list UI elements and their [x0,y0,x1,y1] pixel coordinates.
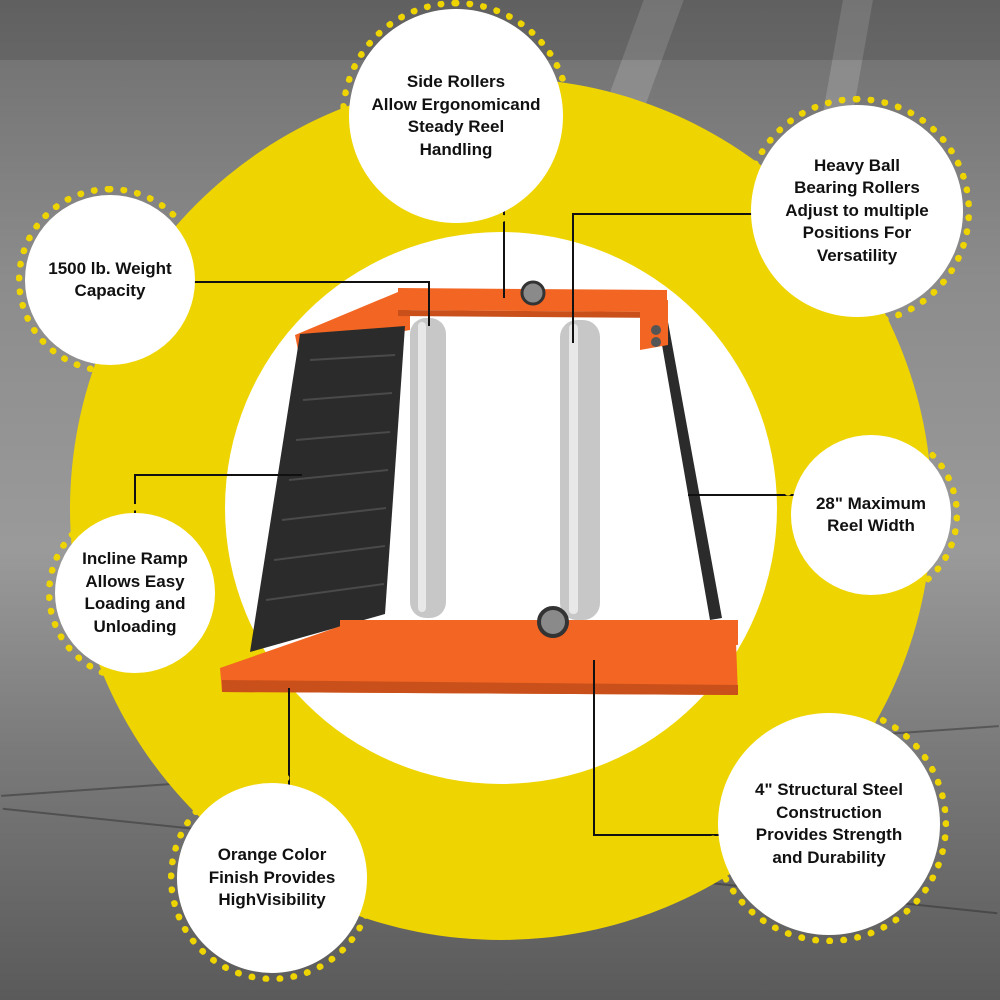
right-side-rail [658,322,722,620]
callout-reel-width: 28" Maximum Reel Width [782,426,960,604]
rear-crossbar-face [398,310,667,318]
callout-orange-finish: Orange Color Finish Provides HighVisibil… [168,774,376,982]
left-roller [410,318,446,618]
leader-line [428,281,430,326]
center-roller-highlight [569,324,578,614]
callout-text: Side Rollers Allow Ergonomicand Steady R… [371,72,541,159]
callout-text: 1500 lb. Weight Capacity [48,258,172,301]
front-base-plate [220,620,738,695]
callout-text: Incline Ramp Allows Easy Loading and Unl… [82,549,188,636]
bolt-top-right [651,337,661,347]
callout-incline-ramp: Incline Ramp Allows Easy Loading and Unl… [46,504,224,682]
bearing-bottom [537,606,569,638]
callout-steel-construction: 4" Structural Steel Construction Provide… [709,704,949,944]
bolt-top-right [651,325,661,335]
leader-line [593,834,723,836]
center-roller [560,320,600,620]
callout-text: 28" Maximum Reel Width [815,493,927,536]
front-base-plate-shadow [222,680,738,695]
ramp-surface [250,326,405,652]
left-roller-highlight [418,322,426,612]
callout-ball-bearing-rollers: Heavy Ball Bearing Rollers Adjust to mul… [742,96,972,326]
ramp-tread-pattern [265,354,396,601]
callout-weight-capacity: 1500 lb. Weight Capacity [16,186,204,374]
right-bracket [640,300,668,350]
callout-text: Orange Color Finish Provides HighVisibil… [208,845,336,910]
leader-line [503,210,505,298]
leader-line [688,494,796,496]
bearing-top [520,280,546,306]
leader-line [134,474,302,476]
callout-text: 4" Structural Steel Construction Provide… [755,780,903,867]
leader-line [572,213,574,343]
callout-side-rollers: Side Rollers Allow Ergonomicand Steady R… [340,0,572,232]
leader-line [593,660,595,835]
leader-line [190,281,430,283]
leader-line [572,213,756,215]
callout-text: Heavy Ball Bearing Rollers Adjust to mul… [785,155,929,265]
leader-line [288,688,290,788]
